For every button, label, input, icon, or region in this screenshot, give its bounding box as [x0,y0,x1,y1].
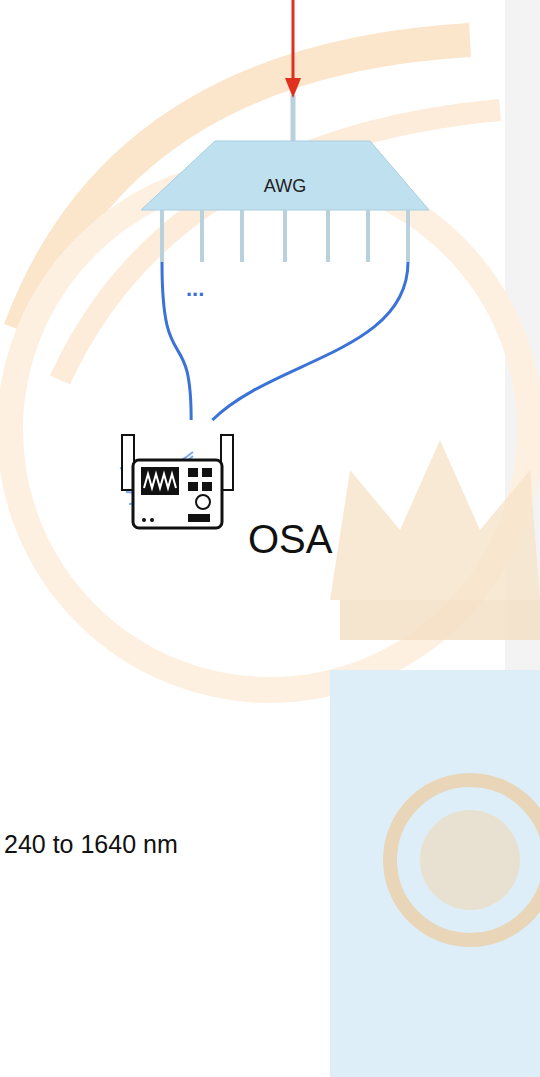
ellipsis: ... [186,276,204,302]
fiber-connector [212,262,408,420]
output-port [240,210,244,262]
knob [196,495,210,509]
wavelength-range: 240 to 1640 nm [4,830,178,859]
output-port [200,210,204,262]
output-port [326,210,330,262]
crown [330,440,540,600]
instrument-label: OSA [248,517,332,562]
output-port [406,210,410,262]
output-port [366,210,370,262]
crown-band [340,600,540,640]
shield [330,670,540,1077]
input-arrow [292,0,295,80]
dot [142,518,146,522]
instrument-body [133,460,222,528]
awg-trapezoid [141,141,429,210]
device-label: AWG [140,176,430,197]
button [188,482,198,491]
sun [390,780,540,940]
button [202,482,212,491]
button [202,468,212,477]
osa-instrument: OSA [118,420,236,532]
awg-device: AWG [140,140,430,262]
input-arrowhead [285,78,301,98]
button [188,468,198,477]
output-port [160,210,164,262]
awg-device-outline [140,140,430,262]
screen [141,467,179,495]
input-fiber [291,95,296,141]
screen-wave [144,474,176,488]
osa-instrument-outline [118,420,236,532]
sun-face [420,810,520,910]
dot [150,518,154,522]
button-row [188,514,210,522]
output-port [283,210,287,262]
